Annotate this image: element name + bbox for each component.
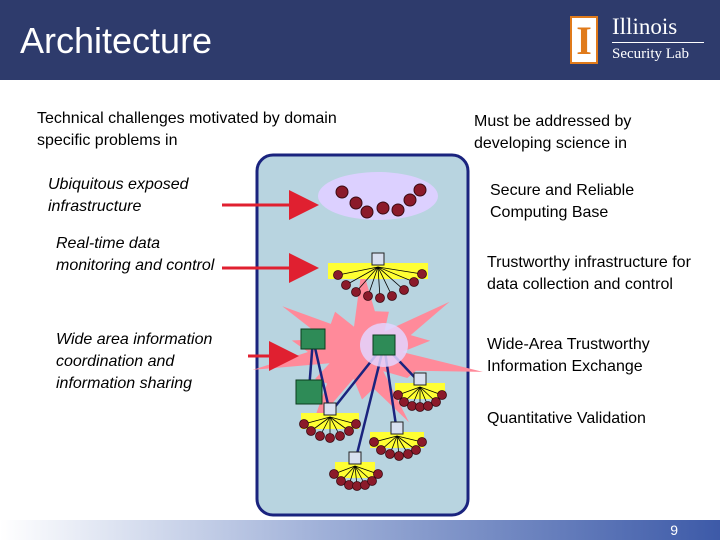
- sensor-box: [348, 451, 362, 465]
- right-item-trustworthy-infra: Trustworthy infrastructure for data coll…: [487, 254, 691, 293]
- fan-node: [387, 291, 397, 301]
- logo-name: Illinois: [612, 14, 678, 39]
- cluster-node: [335, 185, 349, 199]
- fan-node: [344, 426, 354, 436]
- fan-node: [375, 293, 385, 303]
- right-item-computing-base: Secure and Reliable Computing Base: [490, 182, 635, 221]
- cluster-node: [403, 193, 417, 207]
- fan-node: [369, 437, 379, 447]
- fan-node: [403, 449, 413, 459]
- fan-node: [325, 433, 335, 443]
- fan-node: [344, 480, 354, 490]
- fan-node: [437, 390, 447, 400]
- network-link: [311, 338, 332, 414]
- page-title: Architecture: [20, 20, 213, 61]
- fan-node: [341, 280, 351, 290]
- logo-glyph: I: [576, 18, 592, 63]
- fan-wire: [367, 266, 379, 297]
- fan-wire: [345, 266, 379, 286]
- fan-node: [306, 426, 316, 436]
- sensor-box: [371, 252, 385, 266]
- fan-node: [411, 445, 421, 455]
- fan-wire: [377, 266, 405, 291]
- fan-wire: [355, 266, 379, 293]
- fan-wire: [377, 266, 381, 299]
- cluster-node: [349, 196, 363, 210]
- fan-node: [409, 277, 419, 287]
- header-bar: Architecture I Illinois Security Lab: [0, 0, 720, 80]
- fan-node: [299, 419, 309, 429]
- fan-node: [336, 476, 346, 486]
- fan-node: [415, 402, 425, 412]
- cluster-node: [391, 203, 405, 217]
- fan-node: [399, 397, 409, 407]
- fan-node: [333, 270, 343, 280]
- sensor-box: [413, 372, 427, 386]
- cluster-halo: [318, 172, 438, 220]
- fan-node: [373, 469, 383, 479]
- sensor-box: [390, 421, 404, 435]
- hub-square-upper-left: [300, 328, 326, 350]
- fan-node: [407, 401, 417, 411]
- fan-node: [393, 390, 403, 400]
- fan-node: [351, 287, 361, 297]
- fan-node: [315, 431, 325, 441]
- sensor-box: [323, 402, 337, 416]
- fan-node: [351, 419, 361, 429]
- fan-node: [329, 469, 339, 479]
- fan-wire: [377, 266, 423, 275]
- right-heading: Must be addressed by developing science …: [474, 113, 632, 152]
- fan-node: [352, 481, 362, 491]
- left-item-widearea: Wide area information coordination and i…: [56, 331, 213, 392]
- footer-bar: 9: [0, 520, 720, 540]
- left-item-ubiquitous: Ubiquitous exposed infrastructure: [48, 176, 189, 215]
- fan-node: [417, 437, 427, 447]
- right-item-info-exchange: Wide-Area Trustworthy Information Exchan…: [487, 336, 650, 375]
- fan-wire: [337, 266, 379, 276]
- hub-square-center: [372, 334, 396, 356]
- fan-node: [367, 476, 377, 486]
- fan-node: [431, 397, 441, 407]
- left-item-realtime: Real-time data monitoring and control: [56, 235, 215, 274]
- page-number: 9: [670, 522, 678, 538]
- right-item-validation: Quantitative Validation: [487, 410, 646, 427]
- fan-node: [335, 431, 345, 441]
- fan-node: [399, 285, 409, 295]
- logo-divider: [612, 42, 704, 43]
- left-heading: Technical challenges motivated by domain…: [37, 110, 337, 149]
- logo-subtitle: Security Lab: [612, 46, 690, 62]
- fan-wire: [377, 266, 415, 283]
- cluster-node: [376, 201, 390, 215]
- fan-wire: [377, 266, 393, 297]
- fan-node: [376, 445, 386, 455]
- fan-node: [363, 291, 373, 301]
- fan-node: [423, 401, 433, 411]
- cluster-node: [413, 183, 427, 197]
- illinois-logo-icon: I: [570, 16, 598, 64]
- fan-node: [394, 451, 404, 461]
- hub-square-lower-left: [295, 379, 323, 405]
- fan-node: [417, 269, 427, 279]
- fan-node: [385, 449, 395, 459]
- cluster-node: [360, 205, 374, 219]
